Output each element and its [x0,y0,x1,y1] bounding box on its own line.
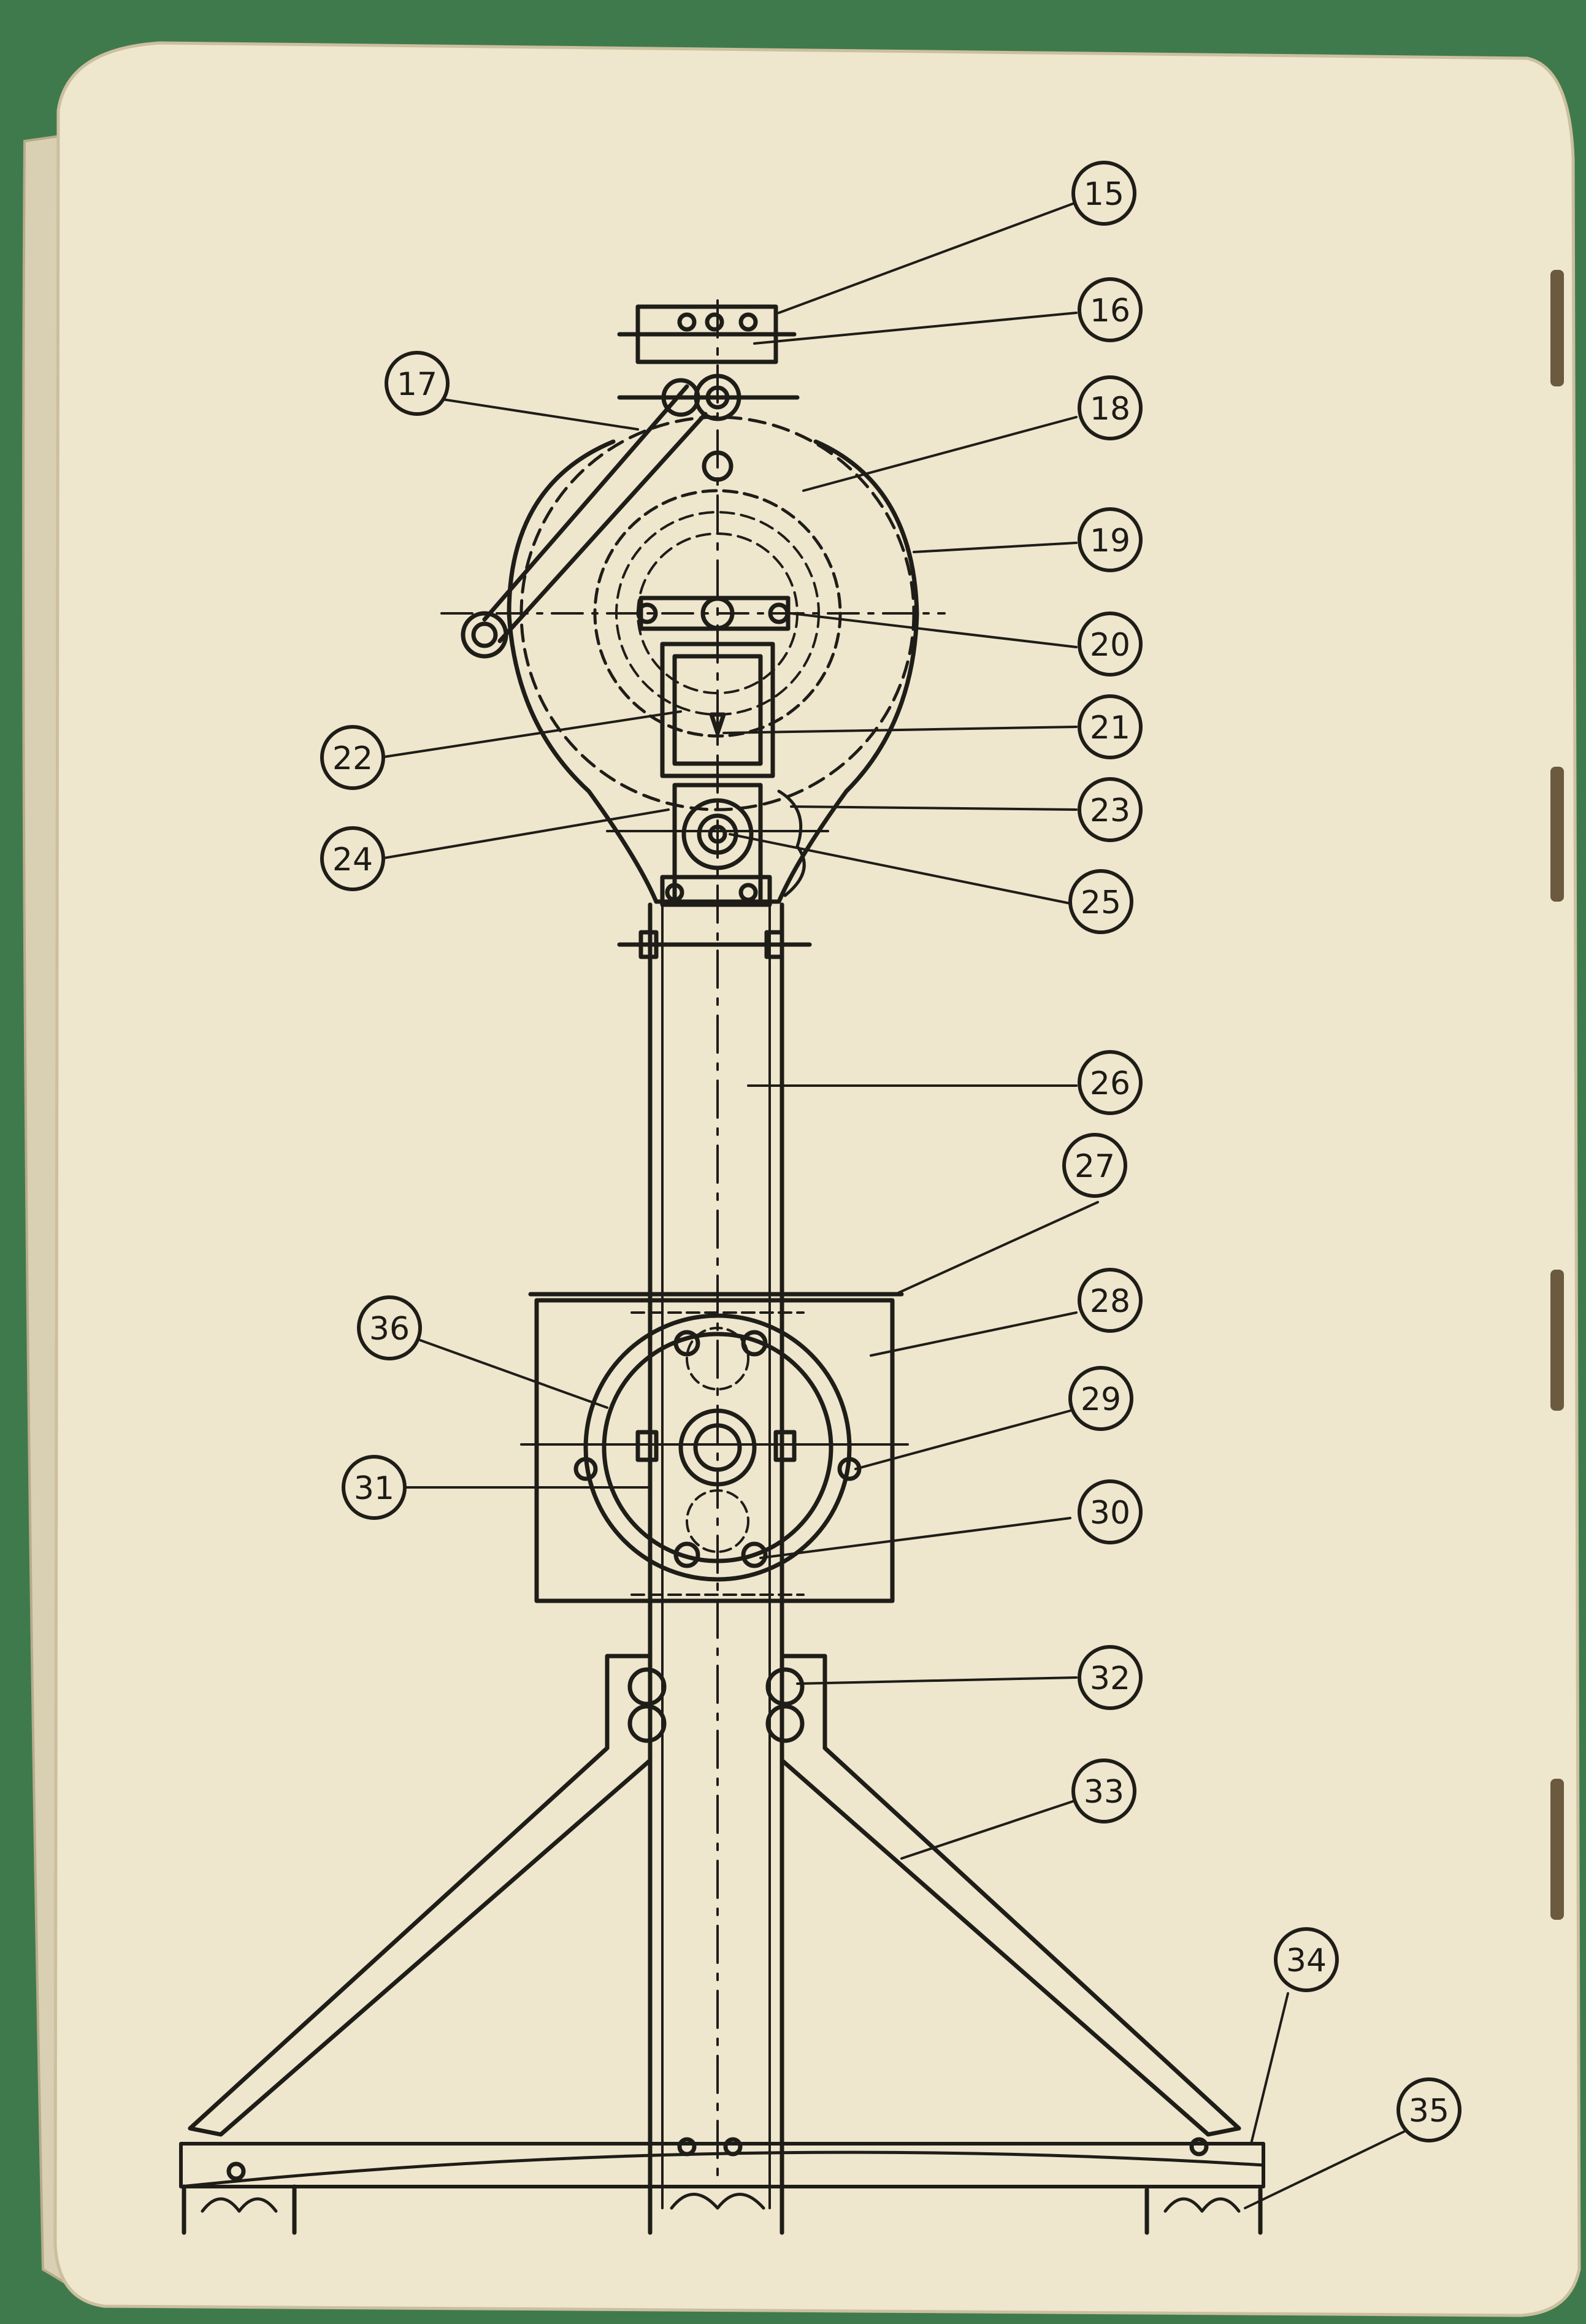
callout-circle [1078,1479,1143,1544]
callout-label: 35 [1409,2093,1449,2130]
callout-28: 28 [1078,1268,1143,1333]
callout-18: 18 [1078,375,1143,440]
callout-34: 34 [1274,1927,1339,1992]
book-page [22,41,1581,2317]
callout-circle [1071,161,1136,226]
callout-circle [1078,1268,1143,1333]
callout-16: 16 [1078,277,1143,342]
callout-label: 24 [332,842,373,878]
gear-box [606,642,829,907]
callout-29: 29 [1068,1366,1133,1431]
callout-label: 29 [1081,1381,1121,1418]
callout-circle [1078,277,1143,342]
callout-circle [1062,1133,1127,1198]
callout-19: 19 [1078,507,1143,572]
callout-label: 21 [1090,710,1130,746]
crank-arm [461,384,708,659]
callout-circle [357,1295,422,1360]
callout-35: 35 [1396,2077,1461,2142]
callout-label: 17 [397,366,437,403]
callout-label: 27 [1075,1148,1115,1185]
callout-label: 28 [1090,1283,1130,1320]
callout-23: 23 [1078,777,1143,842]
callout-20: 20 [1078,612,1143,677]
motor-housing [520,1292,909,1603]
callout-circle [1274,1927,1339,1992]
callout-31: 31 [342,1455,407,1520]
callout-label: 23 [1090,792,1130,829]
callout-circle [1078,507,1143,572]
callout-label: 33 [1084,1774,1124,1811]
callout-26: 26 [1078,1050,1143,1115]
callout-label: 30 [1090,1495,1130,1532]
callout-15: 15 [1071,161,1136,226]
callout-22: 22 [320,725,385,790]
winch-drawing [179,201,1406,2235]
callout-circle [1068,1366,1133,1431]
callout-circle [1078,694,1143,759]
callout-circle [1071,1758,1136,1824]
leader-lines [379,201,1406,2209]
callout-label: 26 [1090,1065,1130,1102]
callout-17: 17 [385,351,450,416]
callout-circle [1078,777,1143,842]
callout-circle [1396,2077,1461,2142]
callout-label: 36 [369,1311,410,1348]
callout-label: 20 [1090,627,1130,664]
head-bracket [617,304,800,482]
callout-circle [1078,1050,1143,1115]
callout-label: 32 [1090,1660,1130,1697]
callout-circle [1078,1645,1143,1710]
callout-33: 33 [1071,1758,1136,1824]
callout-circle [385,351,450,416]
callout-24: 24 [320,826,385,891]
callout-label: 18 [1090,391,1130,428]
callout-36: 36 [357,1295,422,1360]
callout-circle [320,826,385,891]
callout-25: 25 [1068,869,1133,934]
callout-27: 27 [1062,1133,1127,1198]
callout-32: 32 [1078,1645,1143,1710]
callout-label: 31 [354,1470,394,1507]
callout-circle [1078,612,1143,677]
callout-circle [320,725,385,790]
binding-holes [1550,270,1564,1920]
callout-30: 30 [1078,1479,1143,1544]
base-stand [179,1654,1265,2235]
callout-label: 25 [1081,884,1121,921]
callout-label: 34 [1286,1942,1327,1979]
callout-label: 15 [1084,176,1124,213]
callout-circle [342,1455,407,1520]
callout-circle [1078,375,1143,440]
callout-label: 22 [332,740,373,777]
callout-label: 19 [1090,523,1130,559]
callout-group: 15 16 17 18 19 20 21 22 23 24 25 26 27 28 29 30 31 32 33 34… [320,161,1461,2142]
paper-sheet [53,41,1581,2317]
callout-21: 21 [1078,694,1143,759]
callout-circle [1068,869,1133,934]
callout-label: 16 [1090,293,1130,329]
